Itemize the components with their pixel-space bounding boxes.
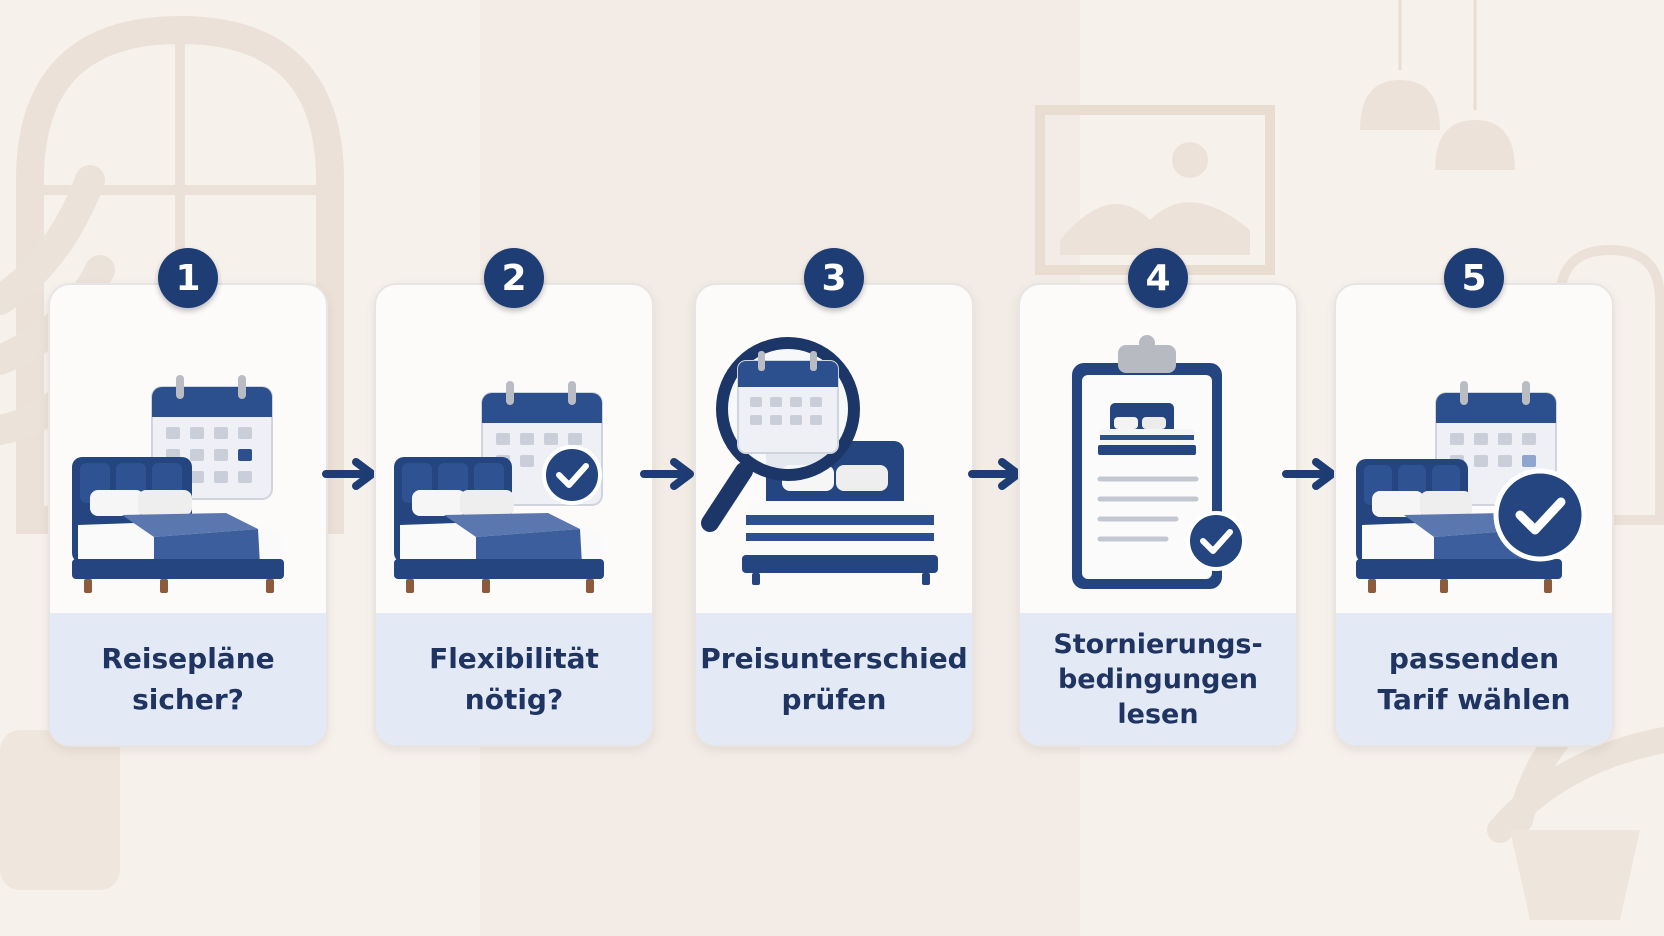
step-number-badge: 2 <box>484 248 544 308</box>
step-card: Reisepläne sicher? <box>48 283 328 747</box>
step-number-badge: 1 <box>158 248 218 308</box>
step-2: 2 <box>374 0 654 936</box>
step-number-badge: 5 <box>1444 248 1504 308</box>
step-4: 4 <box>1018 0 1298 936</box>
calendar-icon <box>737 351 839 454</box>
step-card: passenden Tarif wählen <box>1334 283 1614 747</box>
caption-line: prüfen <box>781 683 887 716</box>
arrow-icon <box>1282 458 1336 490</box>
step-1: 1 <box>48 0 328 936</box>
step-illustration <box>394 381 604 593</box>
caption-line: Preisunterschied <box>700 642 968 675</box>
caption-line: bedingungen <box>1057 663 1259 695</box>
step-number-badge: 4 <box>1128 248 1188 308</box>
bed-icon <box>1098 403 1196 455</box>
caption-line: Reisepläne <box>101 642 275 675</box>
step-caption: passenden Tarif wählen <box>1336 613 1612 745</box>
arrow-icon <box>640 458 694 490</box>
step-illustration <box>1072 335 1246 589</box>
step-caption: Preisunterschied prüfen <box>696 613 972 745</box>
caption-line: Tarif wählen <box>1377 683 1571 716</box>
step-caption: Stornierungs- bedingungen lesen <box>1020 613 1296 745</box>
caption-line: lesen <box>1117 698 1199 730</box>
step-3: 3 <box>694 0 974 936</box>
checkmark-icon <box>542 445 602 505</box>
step-illustration <box>1356 381 1587 593</box>
caption-line: Flexibilität <box>429 642 599 675</box>
step-caption: Flexibilität nötig? <box>376 613 652 745</box>
step-card: Preisunterschied prüfen <box>694 283 974 747</box>
caption-line: Stornierungs- <box>1053 628 1263 660</box>
checkmark-icon <box>1186 511 1246 571</box>
checkmark-icon <box>1493 468 1587 562</box>
step-caption: Reisepläne sicher? <box>50 613 326 745</box>
bed-icon <box>72 457 284 593</box>
step-5: 5 <box>1334 0 1614 936</box>
caption-line: nötig? <box>464 683 564 716</box>
step-number-badge: 3 <box>804 248 864 308</box>
arrow-icon <box>322 458 376 490</box>
step-card: Flexibilität nötig? <box>374 283 654 747</box>
step-illustration <box>701 337 938 585</box>
caption-line: passenden <box>1388 642 1560 675</box>
step-card: Stornierungs- bedingungen lesen <box>1018 283 1298 747</box>
caption-line: sicher? <box>132 683 244 716</box>
bed-icon <box>394 457 604 593</box>
step-illustration <box>72 375 284 593</box>
